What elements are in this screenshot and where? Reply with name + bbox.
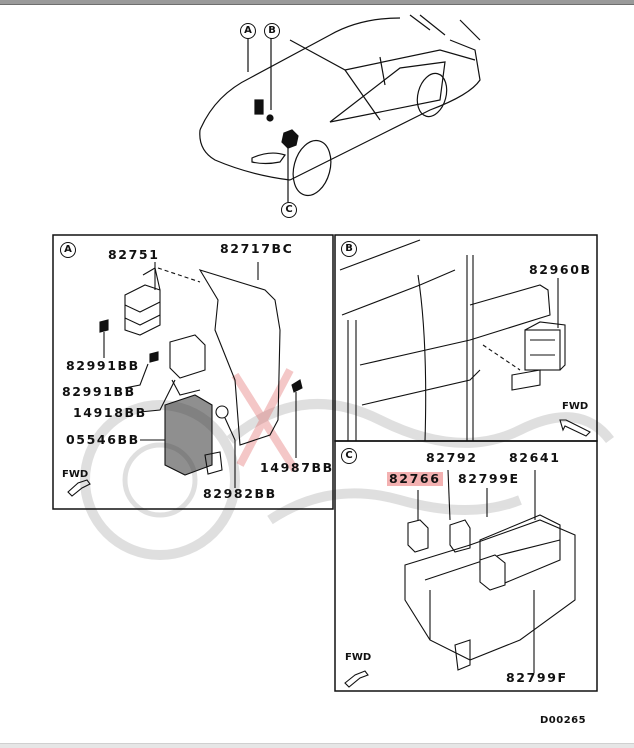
part-label-82766-highlighted[interactable]: 82766 (387, 471, 443, 486)
panel-b-parts (339, 239, 591, 442)
part-label-82982bb[interactable]: 82982BB (203, 486, 277, 501)
panel-a-frame (52, 234, 334, 510)
part-label-82751[interactable]: 82751 (108, 247, 160, 262)
window-top-bar (0, 0, 634, 5)
overview-marker-a: A (240, 23, 256, 39)
part-label-82991bb-1[interactable]: 82991BB (66, 358, 140, 373)
part-label-82960b[interactable]: 82960B (529, 262, 592, 277)
part-label-82799e[interactable]: 82799E (458, 471, 520, 486)
part-label-82799f[interactable]: 82799F (506, 670, 568, 685)
panel-c-parts (344, 469, 576, 688)
part-label-82991bb-2[interactable]: 82991BB (62, 384, 136, 399)
panel-c-fwd-label: FWD (345, 652, 372, 663)
panel-a-marker: A (60, 242, 76, 258)
part-label-14987bb[interactable]: 14987BB (260, 460, 334, 475)
panel-c-frame (334, 440, 598, 692)
part-label-82641[interactable]: 82641 (509, 450, 561, 465)
part-label-14918bb[interactable]: 14918BB (73, 405, 147, 420)
overview-marker-c: C (281, 202, 297, 218)
panel-a-fwd-label: FWD (62, 469, 89, 480)
part-label-82792[interactable]: 82792 (426, 450, 478, 465)
window-bottom-bar (0, 743, 634, 748)
car-overview (199, 14, 481, 197)
watermark-x (231, 368, 299, 473)
panel-b-fwd-label: FWD (562, 401, 589, 412)
car-markers (247, 38, 299, 202)
panel-a-parts (67, 262, 303, 497)
panel-c-marker: C (341, 448, 357, 464)
part-label-82717bc[interactable]: 82717BC (220, 241, 294, 256)
diagram-code: D00265 (540, 715, 587, 726)
panel-b-marker: B (341, 241, 357, 257)
overview-marker-b: B (264, 23, 280, 39)
part-label-05546bb[interactable]: 05546BB (66, 432, 140, 447)
